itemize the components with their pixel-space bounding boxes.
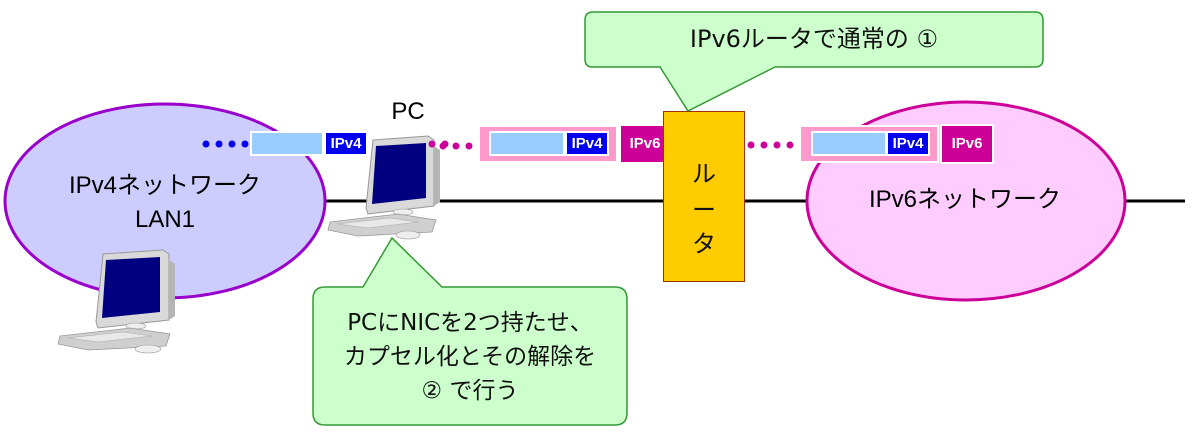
router-label-char-1: ル — [692, 160, 716, 188]
pc-callout-line-3: ② で行う — [421, 378, 519, 404]
ipv4-network-label: IPv4ネットワーク — [68, 172, 262, 199]
pc-callout-line-1: PCにNICを2つ持たせ、 — [347, 310, 593, 336]
ipv6-header: IPv6 — [619, 124, 671, 164]
ipv4-link-dots — [202, 140, 249, 148]
ipv6-header: IPv6 — [940, 124, 994, 164]
router-label-char-2: ー — [692, 196, 716, 224]
ipv4-header: IPv4 — [324, 131, 368, 156]
lan-computer-icon — [57, 249, 175, 354]
pc-computer-icon — [327, 135, 449, 240]
packet-payload — [489, 131, 565, 156]
pc-callout-line-2: カプセル化とその解除を — [343, 344, 597, 370]
packet-payload — [250, 131, 324, 156]
router-label-char-3: タ — [692, 230, 716, 258]
lan1-label: LAN1 — [134, 206, 196, 233]
pc-label: PC — [391, 98, 425, 125]
router-box: ル ー タ — [663, 111, 745, 282]
packet-payload — [811, 131, 887, 156]
ipv4-header: IPv4 — [886, 131, 930, 156]
ipv6-network-label: IPv6ネットワーク — [868, 186, 1062, 213]
router-callout-text: IPv6ルータで通常の ① — [689, 25, 939, 53]
pc-callout-text: PCにNICを2つ持たせ、 カプセル化とその解除を ② で行う — [318, 306, 622, 408]
ipv6-link-dots-2 — [747, 141, 794, 149]
pc-callout-bubble — [312, 236, 628, 426]
ipv4-header: IPv4 — [565, 131, 609, 156]
